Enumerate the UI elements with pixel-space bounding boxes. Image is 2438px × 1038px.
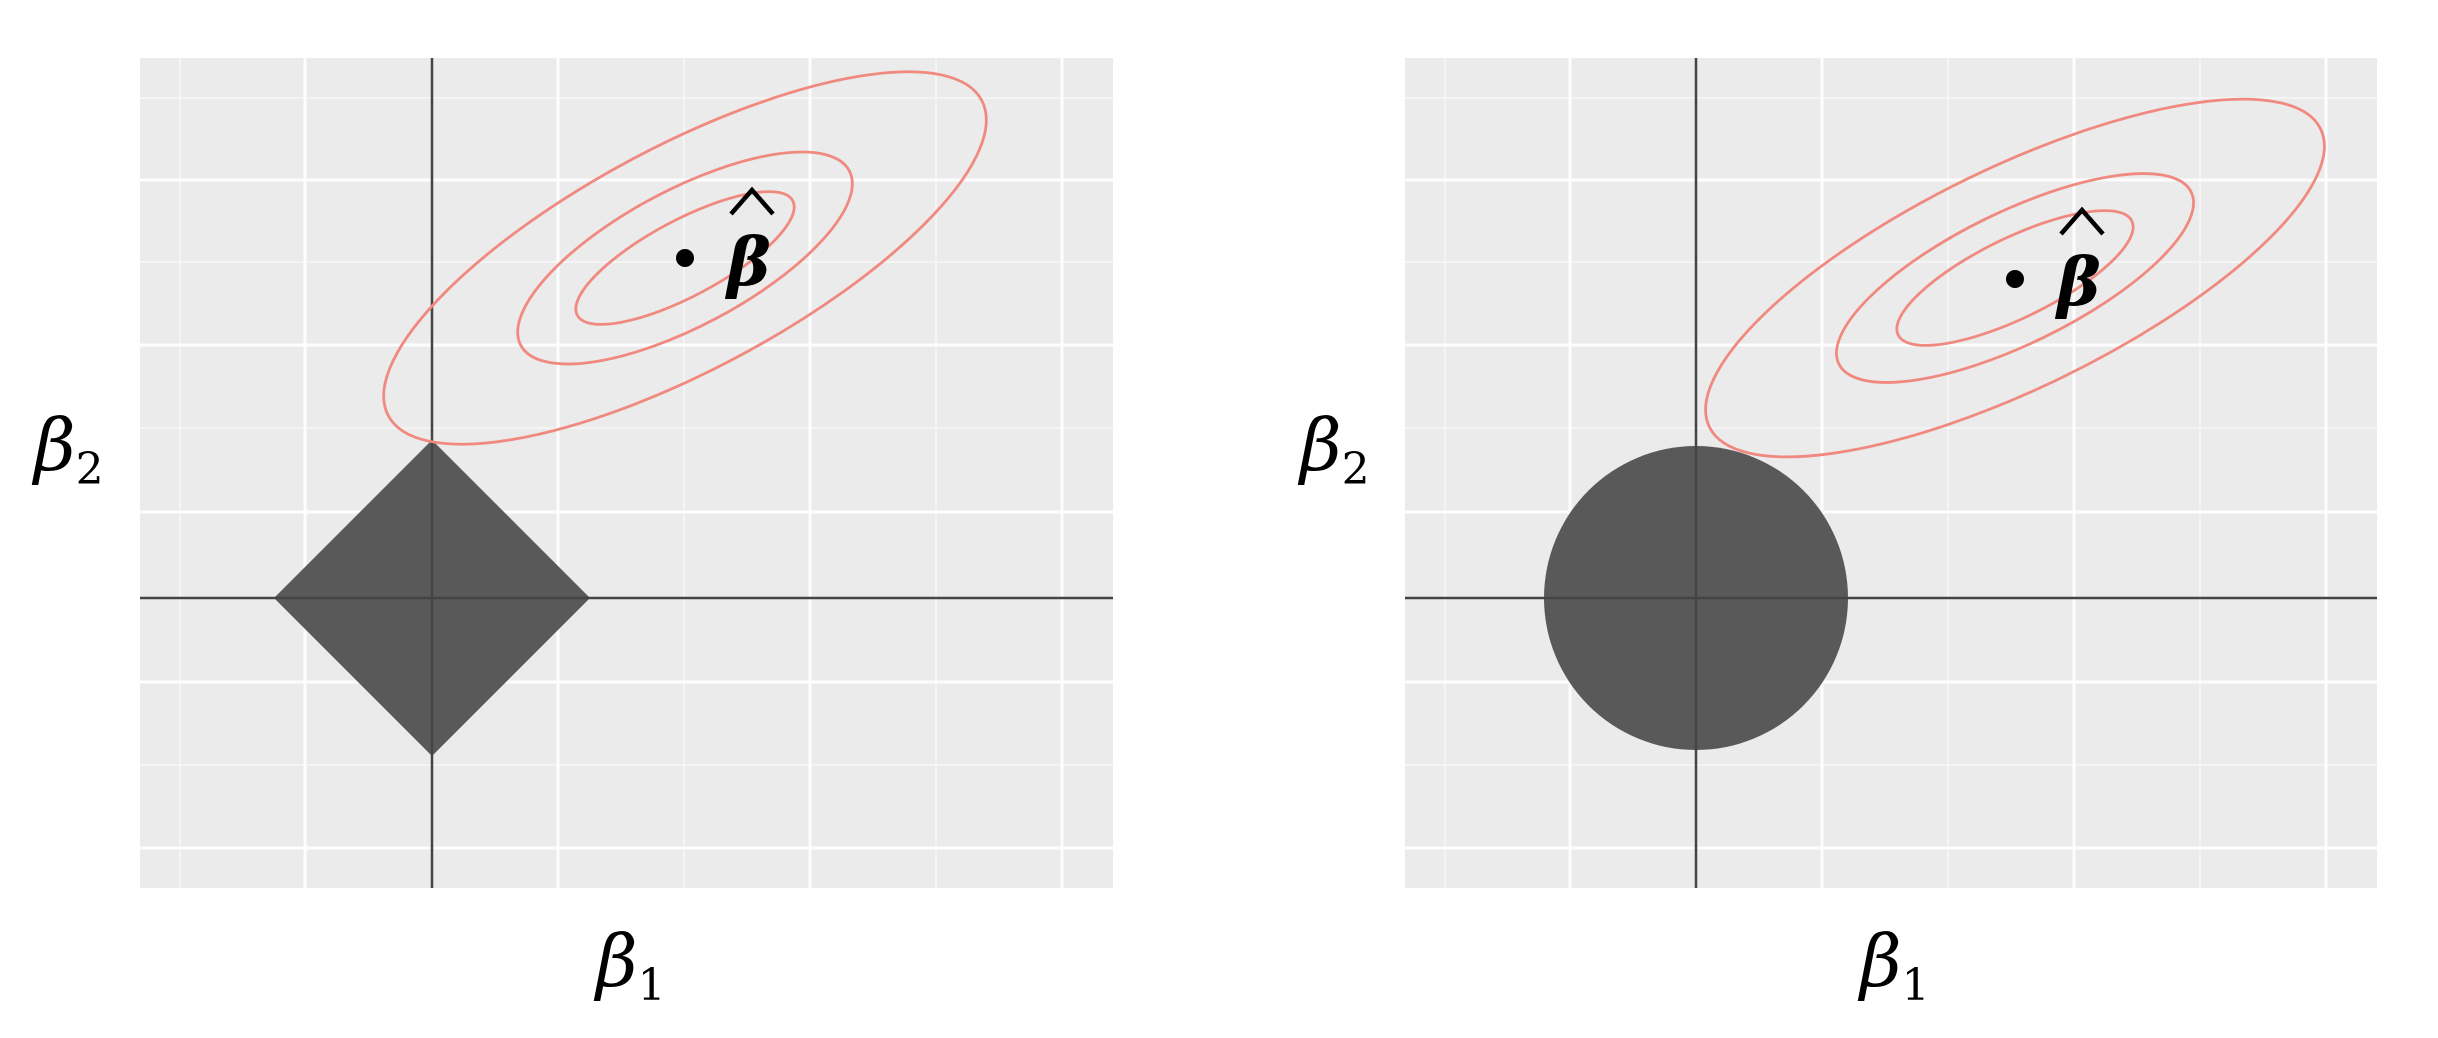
estimate-point (676, 249, 694, 267)
panel-lasso: β β1 β2 (31, 58, 1113, 1011)
beta-hat-symbol: β (724, 223, 771, 301)
estimate-point (2006, 270, 2024, 288)
contour-outer (382, 70, 988, 446)
hat-icon (729, 186, 775, 216)
x-axis-label: β1 (593, 919, 666, 1011)
contour-inner (574, 190, 796, 326)
contour-inner (1895, 209, 2135, 347)
estimate-label: β (2054, 206, 2105, 321)
panel-ridge: β β1 β2 (1297, 58, 2377, 1011)
rss-contours (1704, 97, 2326, 459)
x-axis-label: β1 (1857, 919, 1930, 1011)
panel-background (140, 58, 1113, 888)
contour-middle (516, 150, 854, 366)
y-axis-label: β2 (1297, 403, 1370, 495)
estimate-label: β (724, 186, 775, 301)
contour-middle (1835, 172, 2195, 384)
rss-contours (382, 70, 988, 446)
grid-lines (140, 58, 1113, 888)
hat-icon (2059, 206, 2105, 236)
beta-hat-symbol: β (2054, 243, 2101, 321)
panel-background (1405, 58, 2377, 888)
grid-lines (1405, 58, 2377, 888)
contour-outer (1704, 97, 2326, 459)
y-axis-label: β2 (31, 403, 104, 495)
